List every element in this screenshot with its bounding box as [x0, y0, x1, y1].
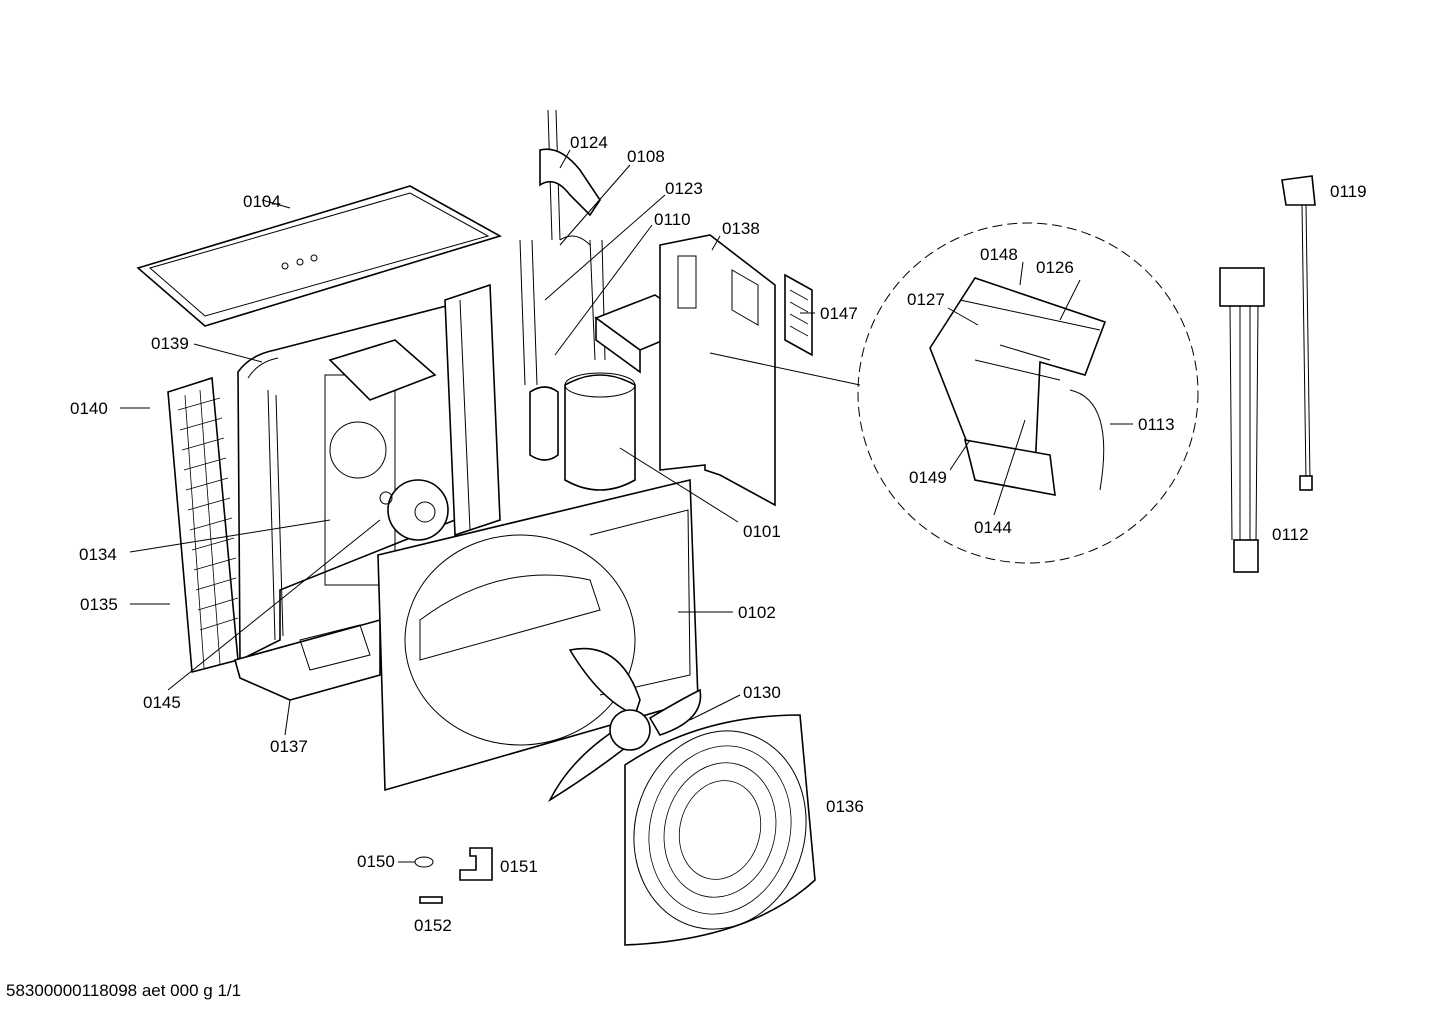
label-0126: 0126	[1036, 258, 1074, 277]
label-0152: 0152	[414, 916, 452, 935]
label-0140: 0140	[70, 399, 108, 418]
label-0119: 0119	[1330, 182, 1367, 201]
label-0104: 0104	[243, 192, 281, 211]
label-0112: 0112	[1272, 525, 1309, 544]
condenser-coil-part	[237, 303, 456, 662]
terminal-bracket-part	[784, 273, 813, 357]
small-fittings-part	[414, 847, 493, 904]
label-0147: 0147	[820, 304, 858, 323]
label-0136: 0136	[826, 797, 864, 816]
label-0134: 0134	[79, 545, 117, 564]
side-panel-part	[659, 234, 776, 507]
refrigerant-tubing-part	[519, 109, 606, 386]
label-0144: 0144	[974, 518, 1012, 537]
side-grille-part	[167, 376, 239, 674]
partition-panel-part	[444, 283, 501, 537]
part-labels: 0124 0108 0123 0110 0138 0104 0147 0139 …	[70, 133, 1367, 935]
label-0145: 0145	[143, 693, 181, 712]
label-0151: 0151	[500, 857, 538, 876]
label-0110: 0110	[654, 210, 691, 229]
label-0139: 0139	[151, 334, 189, 353]
fan-blade-part	[548, 647, 702, 803]
label-0124: 0124	[570, 133, 608, 152]
drawing-number: 58300000118098 aet 000 g 1/1	[6, 981, 242, 1000]
leader-lines	[120, 149, 1133, 863]
label-0113: 0113	[1138, 415, 1175, 434]
fan-motor-part	[379, 479, 449, 541]
label-0148: 0148	[980, 245, 1018, 264]
label-0102: 0102	[738, 603, 776, 622]
sensor-probe-part	[1281, 175, 1316, 491]
fan-guard-part	[624, 714, 816, 946]
label-0108: 0108	[627, 147, 665, 166]
compressor-part	[529, 372, 636, 491]
base-tray-part	[234, 618, 381, 701]
cable-harness-part	[1219, 267, 1265, 573]
label-0149: 0149	[909, 468, 947, 487]
label-0123: 0123	[665, 179, 703, 198]
label-0135: 0135	[80, 595, 118, 614]
label-0127: 0127	[907, 290, 945, 309]
detail-callout-part	[857, 222, 1199, 564]
label-0138: 0138	[722, 219, 760, 238]
label-0137: 0137	[270, 737, 308, 756]
top-cover-part	[136, 185, 503, 327]
label-0101: 0101	[743, 522, 781, 541]
label-0130: 0130	[743, 683, 781, 702]
label-0150: 0150	[357, 852, 395, 871]
